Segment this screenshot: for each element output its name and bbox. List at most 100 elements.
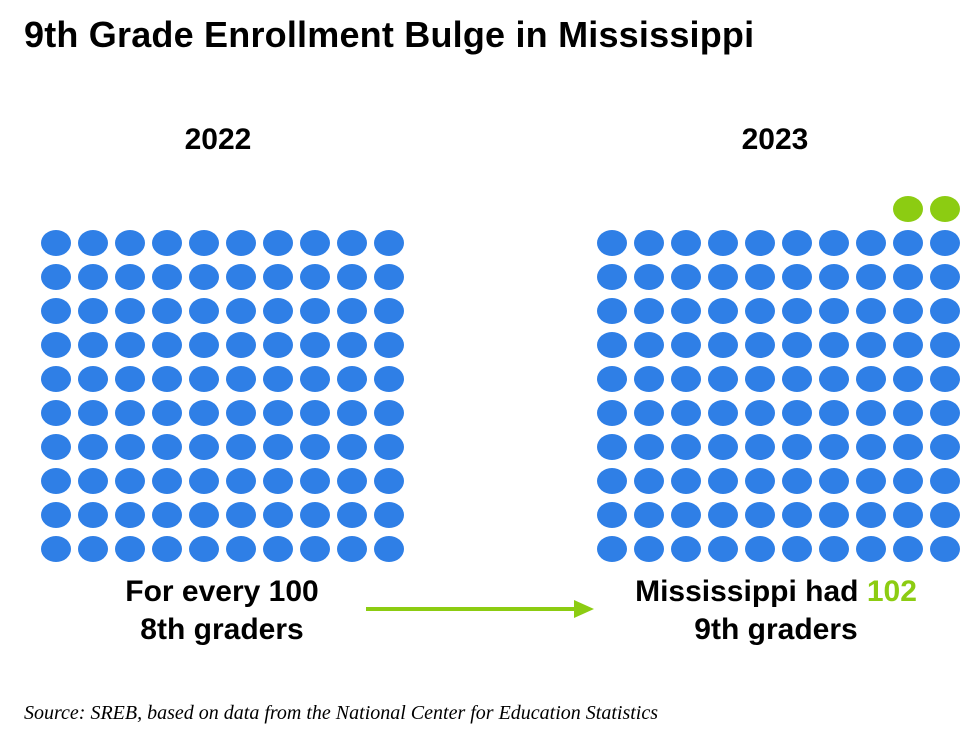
dot-2023-21 xyxy=(597,298,627,324)
dot-2023-38 xyxy=(856,332,886,358)
dot-2022-12 xyxy=(78,264,108,290)
dot-2022-31 xyxy=(41,332,71,358)
dot-2022-39 xyxy=(337,332,367,358)
dot-2023-83 xyxy=(671,502,701,528)
dot-2023-74 xyxy=(708,468,738,494)
dot-2023-84 xyxy=(708,502,738,528)
dot-2022-15 xyxy=(189,264,219,290)
dot-2022-40 xyxy=(374,332,404,358)
dot-2022-59 xyxy=(337,400,367,426)
dot-2023-67 xyxy=(819,434,849,460)
dot-2023-77 xyxy=(819,468,849,494)
dot-2022-79 xyxy=(337,468,367,494)
progression-arrow xyxy=(366,600,594,618)
dot-2022-98 xyxy=(300,536,330,562)
dot-2022-24 xyxy=(152,298,182,324)
dot-2023-72 xyxy=(634,468,664,494)
dot-2023-5 xyxy=(745,230,775,256)
dot-2022-68 xyxy=(300,434,330,460)
dot-2023-95 xyxy=(745,536,775,562)
dot-2022-84 xyxy=(152,502,182,528)
dot-2022-22 xyxy=(78,298,108,324)
dot-2022-52 xyxy=(78,400,108,426)
dot-2023-4 xyxy=(708,230,738,256)
dot-2023-55 xyxy=(745,400,775,426)
dot-2022-86 xyxy=(226,502,256,528)
dot-2022-61 xyxy=(41,434,71,460)
dot-2022-33 xyxy=(115,332,145,358)
dot-2023-79 xyxy=(893,468,923,494)
dot-2023-89 xyxy=(893,502,923,528)
dot-2023-7 xyxy=(819,230,849,256)
dot-2022-50 xyxy=(374,366,404,392)
dot-2023-15 xyxy=(745,264,775,290)
caption-2023-line2: 9th graders xyxy=(694,613,858,646)
dot-2022-41 xyxy=(41,366,71,392)
dot-2023-24 xyxy=(708,298,738,324)
dot-2022-8 xyxy=(300,230,330,256)
dot-2023-30 xyxy=(930,298,960,324)
dot-2022-70 xyxy=(374,434,404,460)
dot-2023-43 xyxy=(671,366,701,392)
dot-2022-16 xyxy=(226,264,256,290)
dot-2023-61 xyxy=(597,434,627,460)
dot-2023-80 xyxy=(930,468,960,494)
dot-2023-31 xyxy=(597,332,627,358)
dot-2022-94 xyxy=(152,536,182,562)
dot-2022-96 xyxy=(226,536,256,562)
caption-2023: Mississippi had 102 9th graders xyxy=(566,573,980,649)
dot-2023-16 xyxy=(782,264,812,290)
dot-2022-71 xyxy=(41,468,71,494)
dot-2023-93 xyxy=(671,536,701,562)
dot-2023-23 xyxy=(671,298,701,324)
caption-2022-line1: For every 100 xyxy=(125,575,319,608)
dot-2023-47 xyxy=(819,366,849,392)
dot-2022-97 xyxy=(263,536,293,562)
dot-2023-91 xyxy=(597,536,627,562)
dot-2023-86 xyxy=(782,502,812,528)
dot-2023-81 xyxy=(597,502,627,528)
caption-2022-line2: 8th graders xyxy=(140,613,304,646)
dot-2022-11 xyxy=(41,264,71,290)
dot-2023-87 xyxy=(819,502,849,528)
dot-2022-28 xyxy=(300,298,330,324)
dot-2022-14 xyxy=(152,264,182,290)
dot-2023-85 xyxy=(745,502,775,528)
dot-2023-3 xyxy=(671,230,701,256)
dot-2023-56 xyxy=(782,400,812,426)
dot-2023-49 xyxy=(893,366,923,392)
dot-2023-59 xyxy=(893,400,923,426)
dot-2023-36 xyxy=(782,332,812,358)
dot-2022-34 xyxy=(152,332,182,358)
dot-2022-93 xyxy=(115,536,145,562)
dot-2023-39 xyxy=(893,332,923,358)
dot-2023-45 xyxy=(745,366,775,392)
dot-2023-13 xyxy=(671,264,701,290)
dot-2023-19 xyxy=(893,264,923,290)
dot-2023-69 xyxy=(893,434,923,460)
dot-2022-65 xyxy=(189,434,219,460)
dot-2022-78 xyxy=(300,468,330,494)
dot-2022-25 xyxy=(189,298,219,324)
dot-2023-10 xyxy=(930,230,960,256)
dot-2022-13 xyxy=(115,264,145,290)
dot-2022-55 xyxy=(189,400,219,426)
dot-2022-35 xyxy=(189,332,219,358)
dot-2023-58 xyxy=(856,400,886,426)
dot-2023-14 xyxy=(708,264,738,290)
dot-2023-62 xyxy=(634,434,664,460)
dot-2022-17 xyxy=(263,264,293,290)
dot-2023-70 xyxy=(930,434,960,460)
dot-2022-73 xyxy=(115,468,145,494)
dot-2023-99 xyxy=(893,536,923,562)
dot-2022-62 xyxy=(78,434,108,460)
dot-2023-52 xyxy=(634,400,664,426)
dot-2023-27 xyxy=(819,298,849,324)
dot-2023-41 xyxy=(597,366,627,392)
dot-2022-67 xyxy=(263,434,293,460)
dot-2022-92 xyxy=(78,536,108,562)
dot-2022-69 xyxy=(337,434,367,460)
dot-2022-95 xyxy=(189,536,219,562)
dot-2022-45 xyxy=(189,366,219,392)
